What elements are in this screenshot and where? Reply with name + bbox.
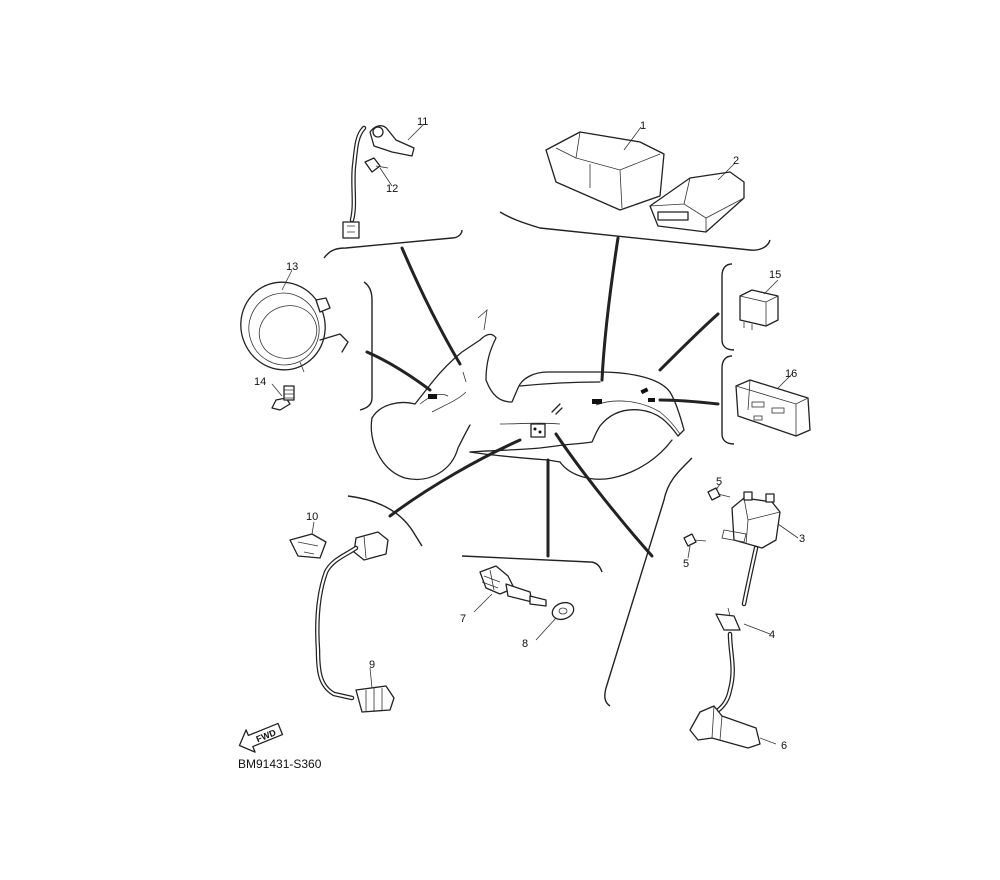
part-3-ignition-coil xyxy=(721,491,781,607)
callout-3: 3 xyxy=(799,533,805,545)
diagram-code: BM91431-S360 xyxy=(238,757,322,771)
part-10-bracket xyxy=(289,533,327,559)
scooter-silhouette xyxy=(370,308,685,480)
part-4-clamp xyxy=(713,607,741,715)
callout-11: 11 xyxy=(417,116,428,128)
callout-13: 13 xyxy=(286,261,298,273)
part-12-bolt xyxy=(364,157,389,173)
callout-4: 4 xyxy=(769,629,775,641)
part-6-spark-plug-cap xyxy=(689,705,761,749)
callout-10: 10 xyxy=(306,511,318,523)
callout-15: 15 xyxy=(769,269,781,281)
callout-12: 12 xyxy=(386,183,398,195)
part-2-module xyxy=(649,171,745,233)
part-15-relay xyxy=(739,289,779,330)
part-9-switch xyxy=(315,531,395,713)
callout-6: 6 xyxy=(781,740,787,752)
part-7-sensor xyxy=(479,565,547,607)
callout-5-lower: 5 xyxy=(683,558,689,570)
part-16-plate xyxy=(735,379,811,437)
leader-lines xyxy=(365,236,720,558)
part-5-bolt-lower xyxy=(683,533,707,547)
attachment-markers xyxy=(428,371,655,438)
fwd-arrow-icon: FWD xyxy=(238,722,284,753)
callout-5-upper: 5 xyxy=(716,476,722,488)
callout-labels: 1 2 3 4 5 5 6 7 8 9 10 11 12 13 14 15 16 xyxy=(254,116,805,752)
part-13-headlight xyxy=(240,281,349,373)
callout-9: 9 xyxy=(369,659,375,671)
part-5-bolt-upper xyxy=(707,487,731,501)
callout-7: 7 xyxy=(460,613,466,625)
callout-1: 1 xyxy=(640,120,646,132)
part-1-module xyxy=(545,131,665,211)
callout-2: 2 xyxy=(733,155,739,167)
group-frames xyxy=(323,211,771,707)
callout-8: 8 xyxy=(522,638,528,650)
part-11-sensor xyxy=(342,125,415,239)
part-8-washer xyxy=(551,601,575,621)
callout-16: 16 xyxy=(785,368,797,380)
callout-leaders xyxy=(271,123,799,745)
callout-14: 14 xyxy=(254,376,266,388)
part-14-screw xyxy=(271,385,295,411)
